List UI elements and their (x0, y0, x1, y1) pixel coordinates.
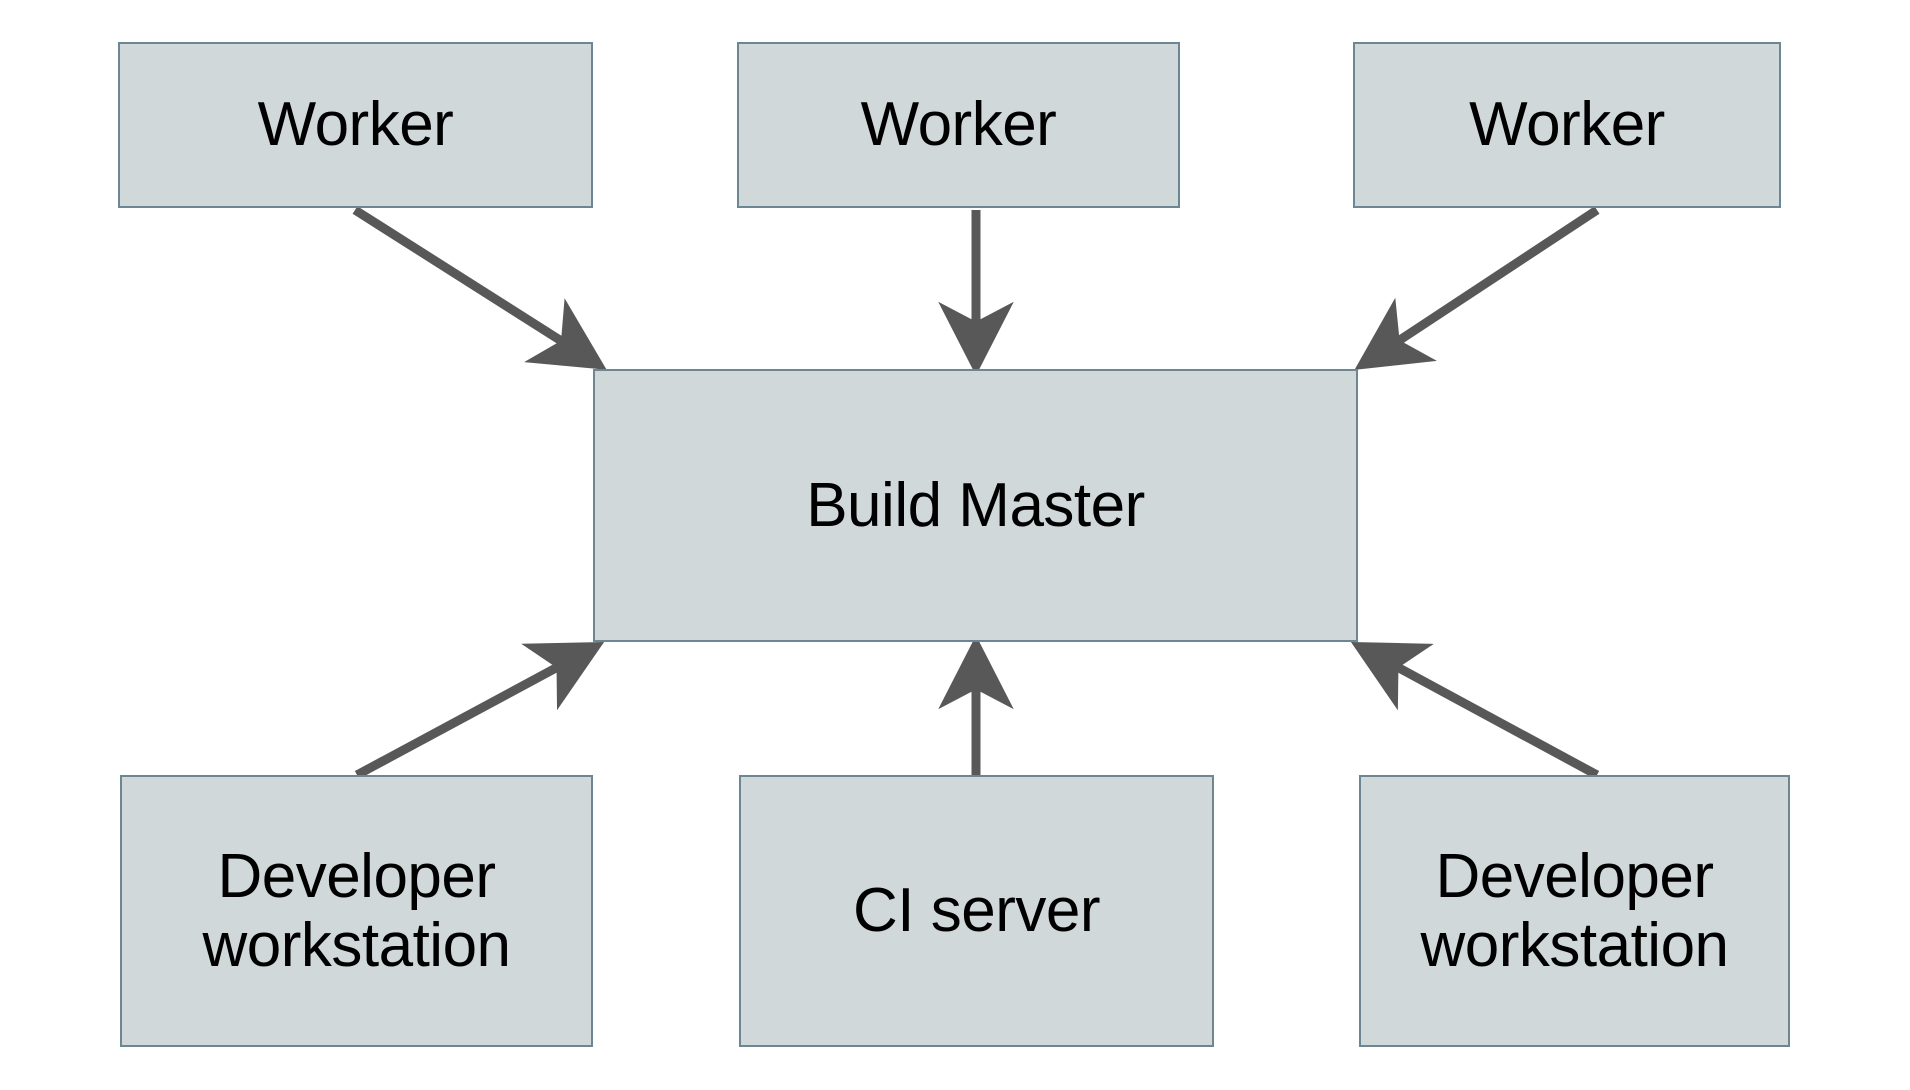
node-developer-workstation-right[interactable]: Developer workstation (1359, 775, 1790, 1047)
node-developer-workstation-left[interactable]: Developer workstation (120, 775, 593, 1047)
edge-dev-right-to-master (1350, 642, 1600, 779)
node-ci-server[interactable]: CI server (739, 775, 1214, 1047)
node-build-master[interactable]: Build Master (593, 369, 1358, 642)
node-worker-right[interactable]: Worker (1353, 42, 1781, 208)
edge-worker-right-to-master (1354, 206, 1600, 370)
edge-dev-left-to-master (354, 642, 605, 779)
node-worker-left[interactable]: Worker (118, 42, 593, 208)
edge-worker-left-to-master (352, 206, 607, 370)
node-worker-mid[interactable]: Worker (737, 42, 1180, 208)
